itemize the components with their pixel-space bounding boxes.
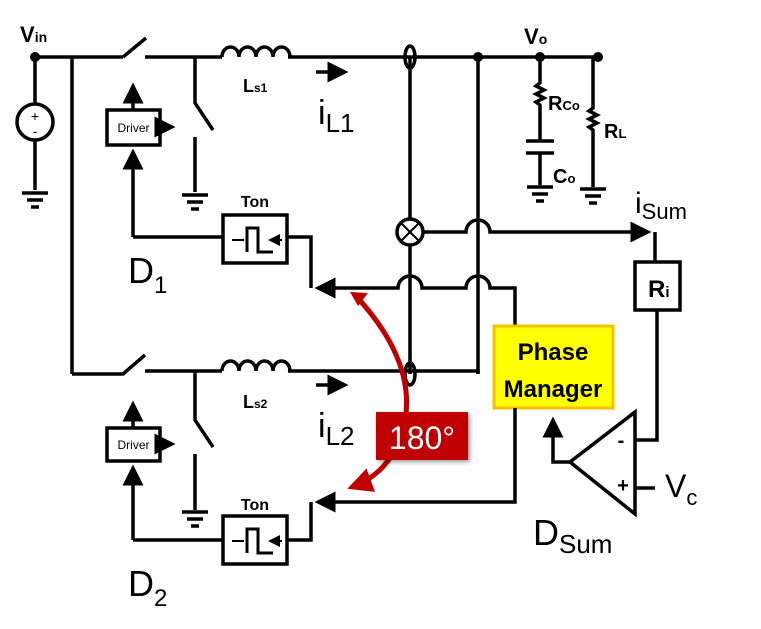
inductor-ls2 <box>220 359 292 372</box>
vin-label: Vin <box>20 22 47 47</box>
ton-block-2: Ton <box>133 497 313 566</box>
dsum-label: DSum <box>533 512 612 559</box>
node <box>593 52 603 62</box>
isum-wire <box>423 218 652 243</box>
il1-label: iL1 <box>318 94 354 138</box>
source-plus: + <box>31 108 39 124</box>
top-rail <box>30 36 603 62</box>
vo-label: Vo <box>524 24 547 49</box>
phase1-signal-wire <box>314 274 517 325</box>
current-sensor-1 <box>403 44 417 70</box>
phase2-signal-wire <box>314 408 517 513</box>
svg-text:Ri: Ri <box>648 276 670 303</box>
error-amplifier: - + <box>542 408 655 518</box>
svg-text:+: + <box>617 475 629 497</box>
ground-icon <box>182 193 208 211</box>
d2-label: D2 <box>128 563 167 612</box>
source-minus: - <box>33 123 38 139</box>
phase-manager-block: Phase Manager <box>492 324 615 410</box>
ground-icon <box>527 185 553 203</box>
svg-text:Manager: Manager <box>504 376 603 403</box>
low-side-switch-2 <box>193 371 215 510</box>
wire <box>635 310 659 442</box>
ton-block-1: Ton <box>133 194 313 288</box>
co-label: Co <box>553 166 575 188</box>
summing-junction <box>395 217 425 247</box>
il2-label: iL2 <box>318 407 354 451</box>
svg-text:Ton: Ton <box>241 497 269 514</box>
svg-text:-: - <box>618 430 625 452</box>
voltage-source: + - <box>15 57 55 209</box>
vc-label: Vc <box>665 468 697 510</box>
low-side-switch-1 <box>193 57 215 192</box>
svg-text:Driver: Driver <box>118 438 150 452</box>
rl-label: RL <box>604 121 626 143</box>
svg-text:Driver: Driver <box>118 121 150 135</box>
svg-text:Phase: Phase <box>518 339 589 366</box>
ls2-label: Ls2 <box>243 392 268 412</box>
ground-icon <box>22 191 48 209</box>
svg-text:Ton: Ton <box>241 194 269 211</box>
lower-rail <box>72 353 480 376</box>
driver-1: Driver <box>105 82 176 237</box>
d1-label: D1 <box>128 250 167 299</box>
isum-label: iSum <box>635 187 687 224</box>
inductor-ls1 <box>220 45 292 58</box>
rco-label: RCo <box>548 93 580 115</box>
arrowhead-icon <box>350 292 368 306</box>
driver-2: Driver <box>105 400 176 540</box>
output-network <box>526 57 606 205</box>
phase-shift-badge: 180° <box>376 412 468 460</box>
svg-text:180°: 180° <box>389 420 455 456</box>
ls1-label: Ls1 <box>243 76 268 96</box>
ground-icon <box>580 187 606 205</box>
ri-block: Ri <box>633 260 682 312</box>
ground-icon <box>182 510 208 528</box>
